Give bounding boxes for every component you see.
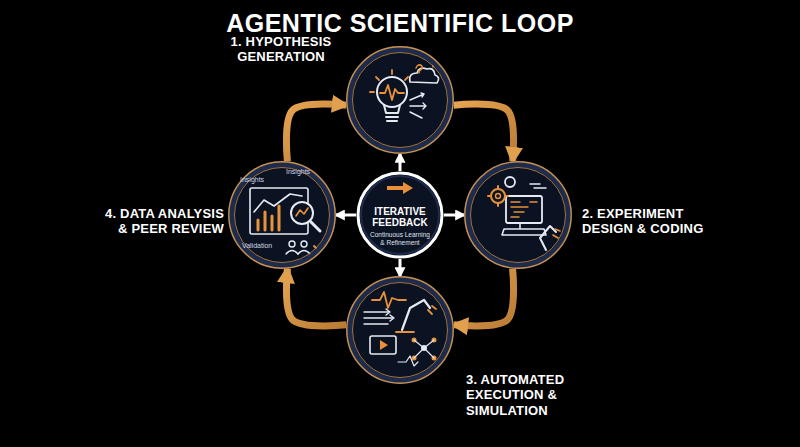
circle-ring (231, 164, 333, 266)
circle-disc (349, 49, 451, 151)
diagram-title: AGENTIC SCIENTIFIC LOOP (0, 9, 800, 38)
execution-icon (380, 340, 388, 350)
circle-disc (231, 164, 333, 266)
execution-icon (398, 356, 418, 366)
stage-heading: 2. EXPERIMENT DESIGN & CODING (582, 206, 716, 237)
execution-icon (396, 306, 436, 332)
hub-circle: ITERATIVE FEEDBACK Continuous Learning & … (356, 171, 444, 259)
circle-outline (464, 161, 572, 269)
lightbulb-icon (386, 117, 398, 121)
circle-rim (235, 168, 330, 263)
circle-rim (361, 176, 439, 254)
hub-subtitle: Continuous Learning & Refinement (367, 231, 433, 247)
circle-rim (465, 162, 571, 268)
circle-rim (353, 283, 448, 378)
feedback-arrow-icon (403, 182, 413, 194)
circle-disc (349, 279, 451, 381)
coding-icon (488, 186, 508, 206)
hub-heading: ITERATIVE FEEDBACK (368, 206, 432, 229)
lightbulb-icon (370, 70, 408, 92)
analysis-icon (296, 208, 308, 216)
icon-label: Insights (286, 168, 310, 175)
lightbulb-icon (380, 85, 404, 100)
stage-circle: 3. AUTOMATED EXECUTION & SIMULATION (346, 276, 454, 384)
circle-rim (347, 277, 453, 383)
execution-icon (372, 292, 406, 308)
hub-arrow (444, 214, 464, 217)
analysis-icon (289, 241, 295, 247)
feedback-arrow-icon (387, 182, 413, 194)
analysis-icon (301, 241, 307, 247)
coding-icon (502, 223, 546, 235)
feedback-arrow-icon (387, 186, 405, 190)
lightbulb-icon (410, 93, 426, 118)
analysis-icon (310, 221, 320, 231)
cycle-arrow (454, 104, 514, 161)
circle-outline (346, 46, 454, 154)
lightbulb-icon (370, 60, 439, 121)
circle-ring (349, 279, 451, 381)
stage-heading: 3. AUTOMATED EXECUTION & SIMULATION (466, 372, 578, 418)
stage-heading: 1. HYPOTHESIS GENERATION (220, 34, 342, 65)
coding-icon (553, 229, 560, 238)
circle-disc (467, 164, 569, 266)
execution-icon (364, 292, 437, 366)
cycle-arrow (286, 269, 346, 326)
analysis-icon (258, 206, 279, 230)
coding-icon (496, 194, 501, 199)
coding-icon (530, 184, 546, 188)
circle-disc (231, 49, 569, 381)
coding-icon (506, 196, 542, 223)
coding-icon (511, 202, 537, 217)
coding-icon (491, 189, 505, 203)
circle-rim (353, 53, 448, 148)
coding-icon (488, 177, 560, 250)
analysis-icon (250, 188, 308, 234)
lightbulb-icon (410, 68, 439, 83)
circle-ring (467, 164, 569, 266)
analysis-icon (286, 251, 298, 255)
analysis-icon (298, 251, 310, 255)
coding-icon (505, 177, 515, 187)
icon-label: Insights (240, 176, 264, 183)
stage-circle: 1. HYPOTHESIS GENERATION (346, 46, 454, 154)
circle-ring (349, 49, 451, 151)
circle-outline (346, 276, 454, 384)
execution-icon (402, 300, 430, 330)
lightbulb-icon (377, 77, 407, 107)
execution-icon (364, 309, 394, 324)
stage-circle: 2. EXPERIMENT DESIGN & CODING (464, 161, 572, 269)
icon-label: Validation (242, 242, 272, 249)
hub-arrow (336, 214, 356, 217)
circle-disc (358, 173, 442, 257)
circle-rim (471, 168, 566, 263)
execution-icon (370, 336, 396, 354)
cycle-arrow (286, 104, 346, 161)
circle-rim (347, 47, 453, 153)
execution-icon (414, 340, 434, 358)
stage-heading: 4. DATA ANALYSIS & PEER REVIEW (104, 206, 224, 237)
cycle-arrow (454, 269, 514, 326)
circle-rim (229, 162, 335, 268)
hub-arrow (399, 154, 402, 171)
circle-ring (358, 173, 442, 257)
lightbulb-icon (384, 105, 400, 113)
hub-arrow (399, 259, 402, 276)
